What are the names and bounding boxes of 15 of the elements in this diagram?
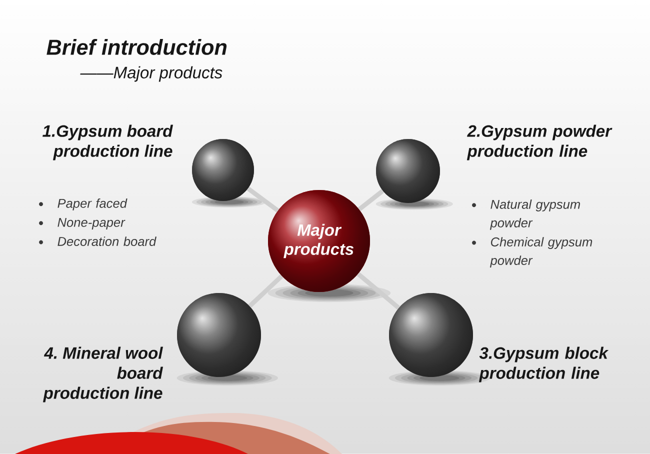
list-item: Decoration board — [58, 236, 156, 246]
connector-line — [358, 189, 384, 212]
title: Brief introduction — [46, 39, 227, 55]
connector-line — [356, 272, 400, 310]
heading: 2.Gypsum powder production line — [466, 124, 612, 160]
subtitle: ——Major products — [80, 66, 222, 82]
connector-line — [248, 274, 284, 308]
list-item: Paper faced — [58, 198, 128, 210]
connector-line — [246, 186, 280, 212]
heading: 4. Mineral wool board production line — [42, 346, 164, 402]
list-item: Natural gypsum powder — [490, 199, 580, 230]
list-item: Chemical gypsum powder — [490, 237, 592, 268]
list-item: None-paper — [58, 218, 126, 230]
heading: 1.Gypsum board production line — [42, 124, 174, 160]
heading: 3.Gypsum block production line — [478, 346, 609, 382]
